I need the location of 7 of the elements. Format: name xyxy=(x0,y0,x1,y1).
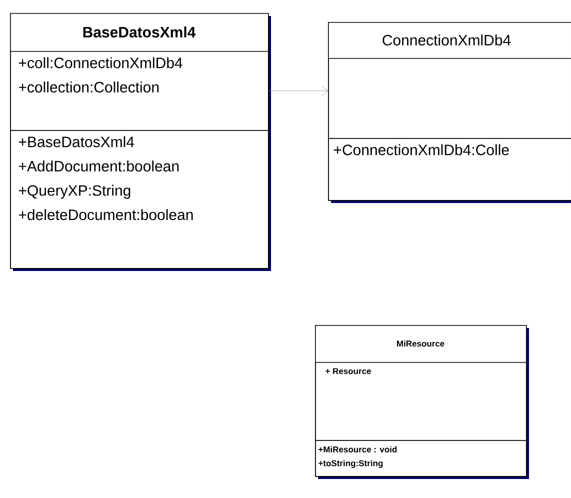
compartment: + Resource xyxy=(315,362,527,441)
compartment: +BaseDatosXml4 +AddDocument:boolean +QueryXP:String +deleteDocument:boolean xyxy=(10,130,269,269)
compartment: +ConnectionXmlDb4:Colle xyxy=(328,138,571,201)
compartment: +coll:ConnectionXmlDb4 +collection:Collection xyxy=(10,51,269,131)
compartment: +MiResource : void +toString:String xyxy=(315,440,527,477)
arrow xyxy=(268,86,328,96)
compartment xyxy=(328,58,571,139)
